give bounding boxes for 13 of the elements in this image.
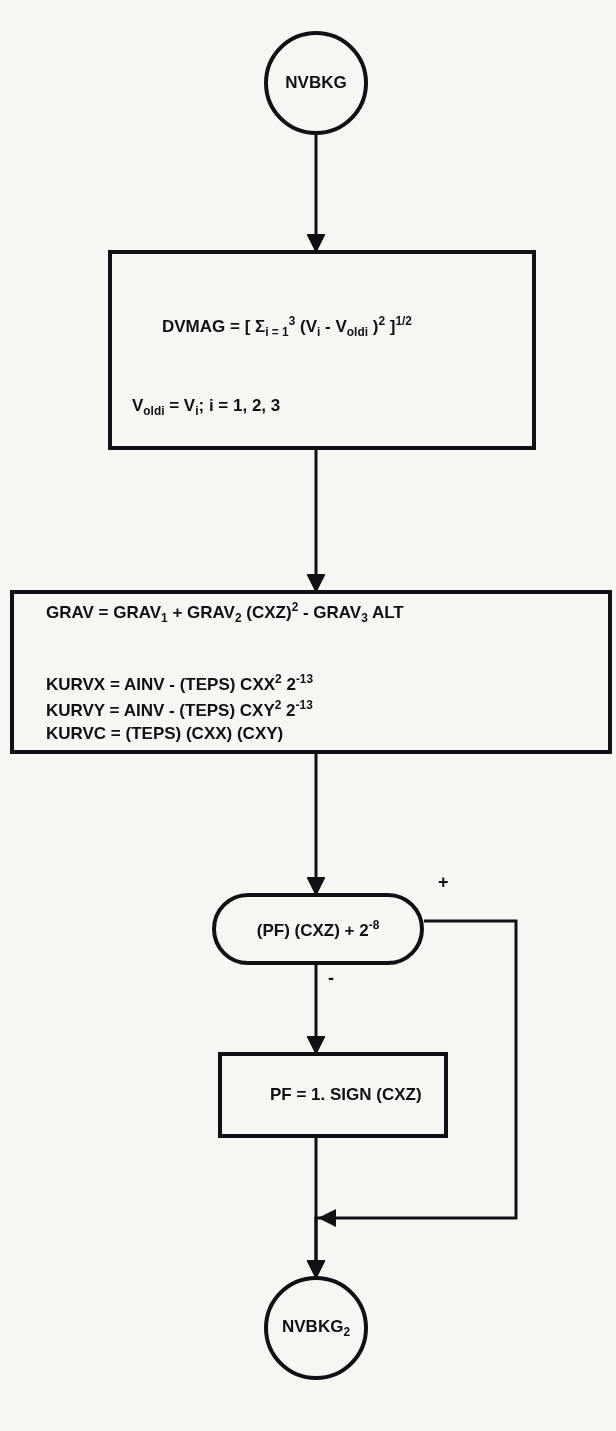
process-box bbox=[108, 250, 536, 450]
formula-text: NVBKG$_{2}$ bbox=[282, 1316, 350, 1340]
formula-text: (PF) (CXZ) + 2$^{-8}$ bbox=[256, 917, 380, 941]
formula-text: KURVY = AINV - (TEPS) CXY$^{2}$ 2$^{-13}$ bbox=[46, 698, 313, 721]
formula-text: V$_{oldi}$ = V$_{i}$; i = 1, 2, 3 bbox=[132, 396, 281, 419]
formula-text: KURVX = AINV - (TEPS) CXX$^{2}$ 2$^{-13}$ bbox=[46, 672, 314, 695]
formula-text: NVBKG bbox=[285, 73, 347, 93]
process-box bbox=[10, 590, 612, 754]
formula-text: GRAV = GRAV$_{1}$ + GRAV$_{2}$ (CXZ)$^{2}$ - GRAV$_{3}$ ALT bbox=[46, 600, 404, 626]
formula-text: PF = 1. SIGN (CXZ) bbox=[270, 1085, 422, 1105]
process-box bbox=[218, 1052, 448, 1138]
formula-text: KURVC = (TEPS) (CXX) (CXY) bbox=[46, 724, 284, 744]
formula-text: DVMAG = [ Σ$_{i = 1}$$^{3}$ (V$_{i}$ - V$_{oldi}$ )$^{2}$ ]$^{1/2}$ bbox=[162, 314, 412, 340]
